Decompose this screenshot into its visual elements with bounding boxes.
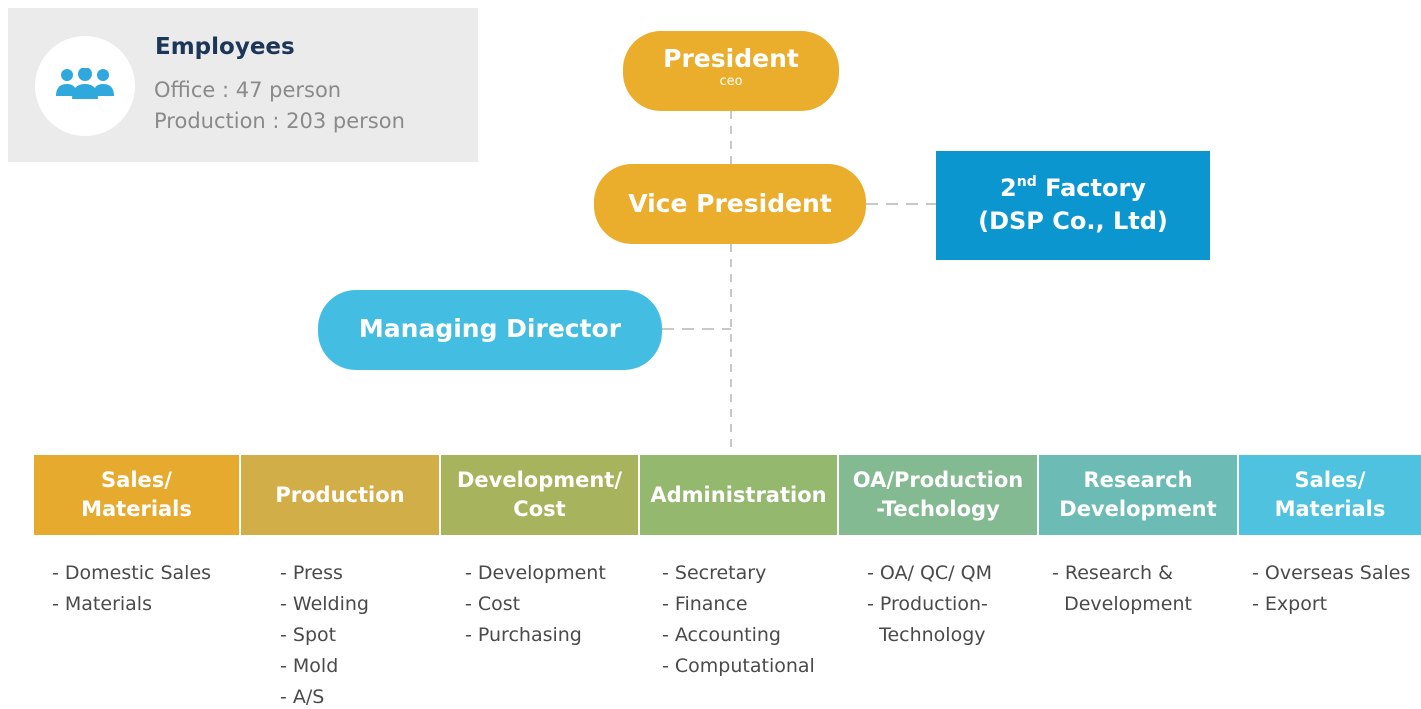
department-items: - Press - Welding - Spot - Mold - A/S [280,558,369,709]
department-item: - Materials [52,593,152,615]
department-items: - Overseas Sales - Export [1252,558,1410,620]
department-label-line: Development [1059,497,1217,521]
department-items: - OA/ QC/ QM - Production- Technology [867,558,992,651]
department-item: - Press [280,562,343,584]
department-item: - Secretary [662,562,767,584]
department-item: - Spot [280,624,337,646]
department-label: Development/Cost [457,466,622,524]
factory-ordinal: nd [1016,174,1037,190]
office-count: Office : 47 person [154,78,342,102]
department-item: - Welding [280,593,369,615]
department-label-line: Materials [81,497,192,521]
department-items: - Secretary - Finance - Accounting - Comput… [662,558,815,682]
department-label-line: Sales/ [101,468,172,492]
president-label: President [663,44,799,73]
department-label: Sales/Materials [81,466,192,524]
department-item: - Computational [662,655,815,677]
department-items: - Development - Cost - Purchasing [465,558,606,651]
department-label-line: Sales/ [1294,468,1366,492]
factory-word: Factory [1036,174,1146,202]
president-sub-label: ceo [719,74,743,89]
second-factory-node: 2nd Factory (DSP Co., Ltd) [936,151,1210,260]
department-header: Sales/Materials [1239,455,1421,535]
department-label-line: Materials [1274,497,1386,521]
department-item: - Cost [465,593,521,615]
department-item: - A/S [280,686,325,708]
department-items: - Domestic Sales - Materials [52,558,211,620]
employees-card: Employees Office : 47 person Production … [8,8,478,162]
department-item: - Research & [1052,562,1173,584]
department-item: - Development [465,562,606,584]
department-item: - Domestic Sales [52,562,212,584]
factory-number: 2 [1000,174,1017,202]
department-item: - Purchasing [465,624,582,646]
department-item: Technology [867,624,986,646]
department-items: - Research & Development [1052,558,1192,620]
department-label: Production [275,481,404,510]
department-header: Administration [640,455,839,535]
department-label-line: Development/ [456,468,623,492]
department-header: Development/Cost [441,455,640,535]
department-label-line: OA/Production [852,468,1024,492]
president-node: President ceo [623,31,839,111]
people-icon [56,68,114,99]
department-label: OA/Production -Techology [853,466,1023,524]
department-label: Administration [650,481,826,510]
department-label-line: Cost [513,497,566,521]
department-label-line: -Techology [876,497,1000,521]
employees-avatar [35,36,135,136]
department-item: - Accounting [662,624,781,646]
department-label-line: Production [275,482,405,507]
factory-company: (DSP Co., Ltd) [978,207,1168,235]
department-item: - Overseas Sales [1252,562,1411,584]
production-count: Production : 203 person [154,109,405,133]
department-label-line: Administration [650,482,827,507]
managing-director-label: Managing Director [358,314,622,343]
vice-president-node: Vice President [594,164,866,244]
department-item: - Export [1252,593,1328,615]
factory-title: 2nd Factory [936,172,1210,205]
vice-president-label: Vice President [628,189,832,218]
department-item: - Finance [662,593,748,615]
managing-director-node: Managing Director [318,290,662,370]
department-header: Sales/Materials [34,455,241,535]
department-item: Development [1052,593,1192,615]
department-header: Production [241,455,441,535]
department-label: Sales/Materials [1275,466,1386,524]
department-item: - OA/ QC/ QM [867,562,992,584]
department-item: - Mold [280,655,339,677]
department-header: OA/Production -Techology [839,455,1039,535]
department-item: - Production- [867,593,988,615]
department-label-line: Research [1083,468,1193,492]
employees-title: Employees [155,34,295,60]
